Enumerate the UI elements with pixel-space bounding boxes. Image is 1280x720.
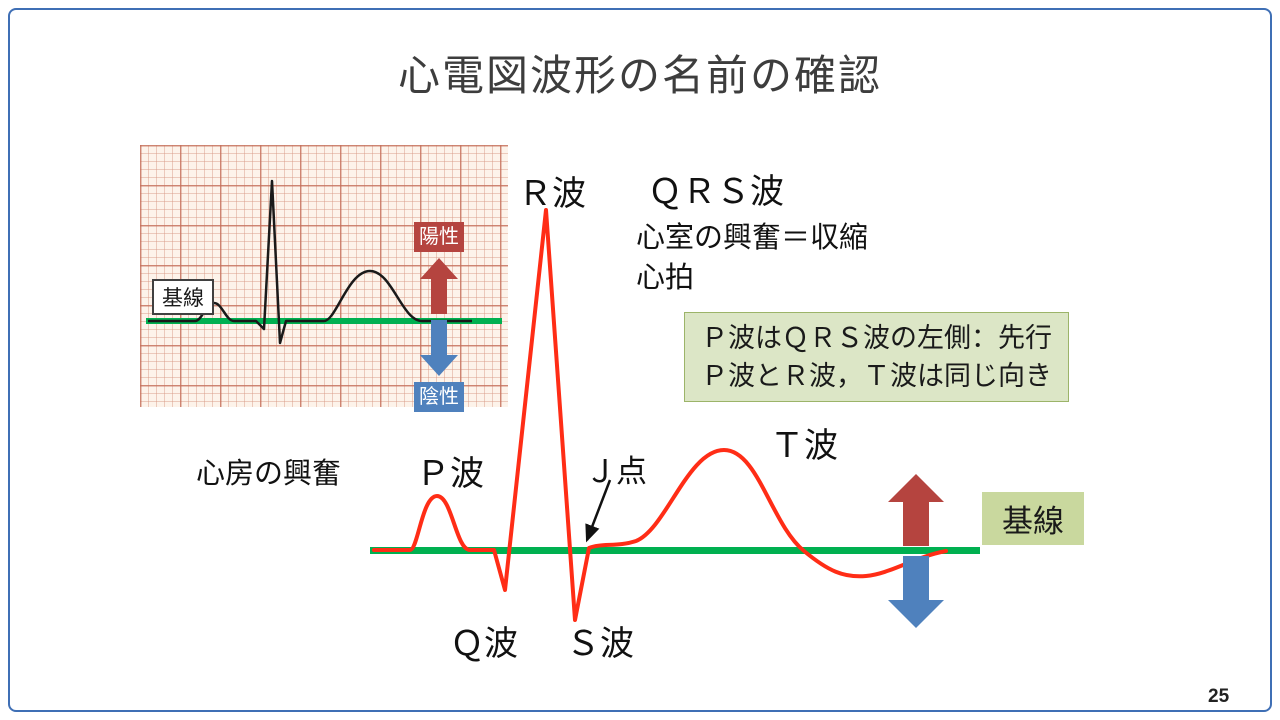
note-box: Ｐ波はＱＲＳ波の左側：先行 Ｐ波とＲ波，Ｔ波は同じ向き [684,312,1069,402]
baseline-badge: 基線 [982,492,1084,545]
main-ecg-diagram [370,208,980,622]
page-number: 25 [1208,686,1230,707]
note-line-2: Ｐ波とＲ波，Ｔ波は同じ向き [701,361,1052,391]
s-wave-label: Ｓ波 [566,625,634,663]
heartbeat-label: 心拍 [636,262,695,294]
negative-down-arrow-icon [420,320,458,376]
positive-badge: 陽性 [414,222,464,252]
ecg-baseline-line [370,547,980,554]
q-wave-label: Ｑ波 [450,625,518,663]
baseline-up-arrow-icon [888,474,944,546]
slide-title: 心電図波形の名前の確認 [397,52,882,99]
r-wave-label: Ｒ波 [518,175,586,213]
ventricular-excitation-label: 心室の興奮＝収縮 [636,222,869,254]
note-line-1: Ｐ波はＱＲＳ波の左側：先行 [701,323,1052,353]
positive-up-arrow-icon [420,258,458,314]
j-point-label: Ｊ点 [585,454,647,489]
qrs-wave-label: ＱＲＳ波 [648,173,784,211]
ecg-curve [372,208,948,622]
baseline-down-arrow-icon [888,556,944,628]
p-wave-label: Ｐ波 [416,455,484,493]
negative-badge: 陰性 [414,382,464,412]
atrial-excitation-label: 心房の興奮 [196,458,342,490]
j-point-arrow [585,479,612,543]
t-wave-label: Ｔ波 [770,427,838,465]
inset-baseline-label: 基線 [152,279,214,315]
